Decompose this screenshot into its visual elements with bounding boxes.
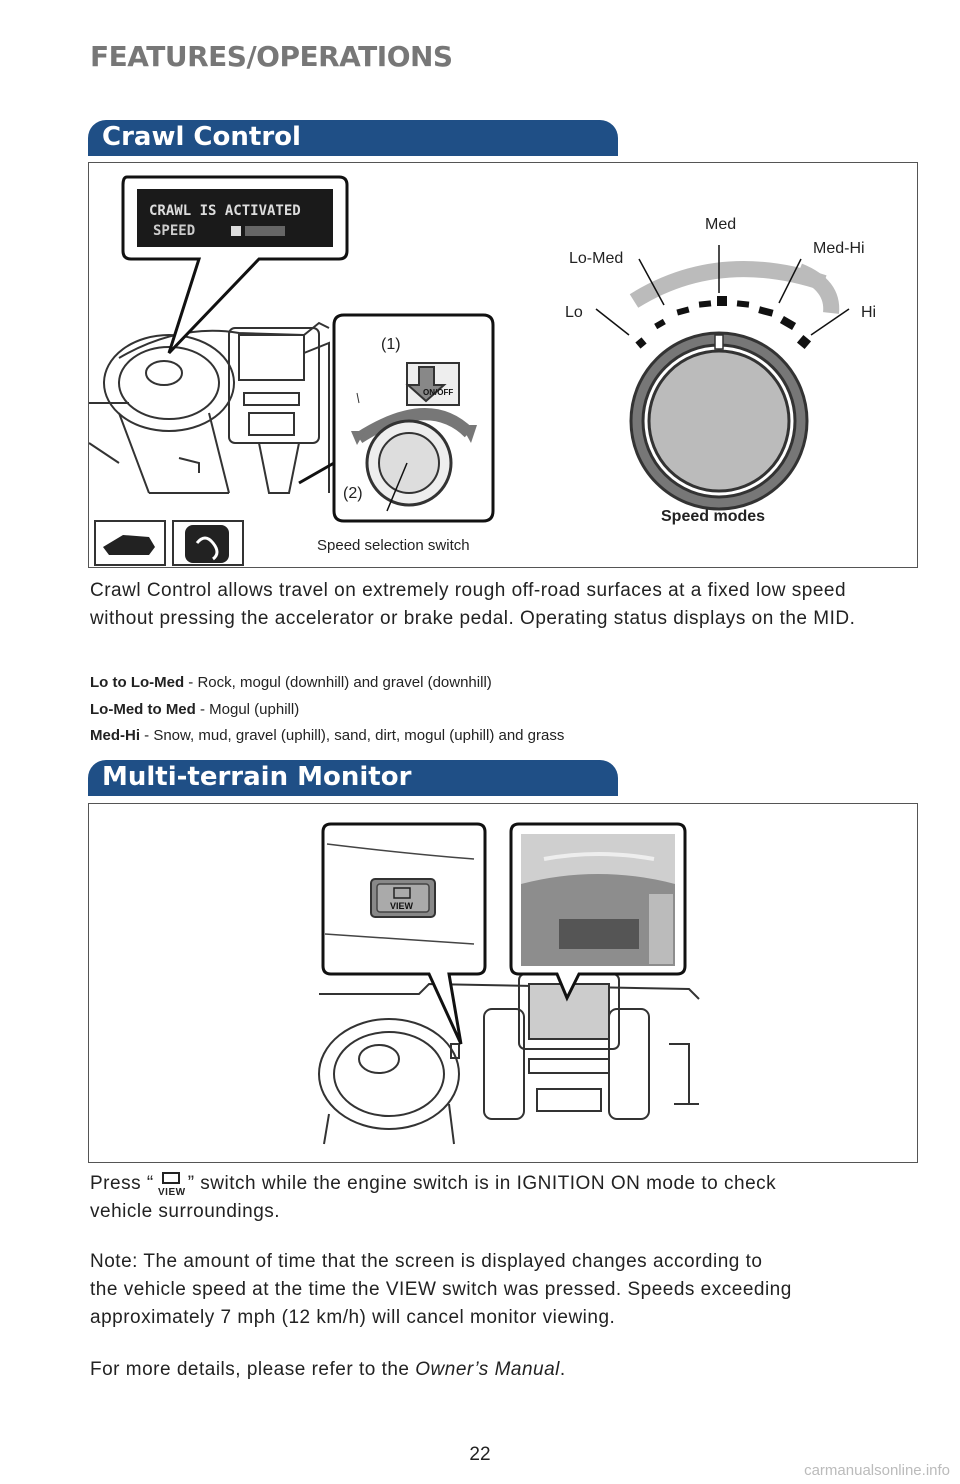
page-number: 22: [469, 1444, 491, 1465]
press-view-instruction-line2: vehicle surroundings.: [90, 1201, 281, 1222]
dashboard-drawing: [89, 321, 335, 494]
multi-terrain-figure: VIEW: [88, 803, 918, 1163]
monitor-screen-callout: [509, 822, 687, 1002]
owners-manual-ref: Owner’s Manual: [415, 1359, 560, 1380]
note-line-1: Note: The amount of time that the screen…: [90, 1251, 763, 1272]
speed-mode-dial: Lo Lo-Med Med Med-Hi Hi Speed modes: [565, 216, 876, 525]
view-button-callout: VIEW: [321, 822, 487, 1045]
mode-med-label: Med: [705, 216, 736, 233]
crawl-indicator-icons: [94, 520, 244, 566]
speed-modes-label: Speed modes: [661, 508, 765, 525]
mode-line-med-hi: Med-Hi - Snow, mud, gravel (uphill), san…: [90, 727, 565, 744]
mode-lo-med-label: Lo-Med: [569, 250, 623, 267]
note-line-2: the vehicle speed at the time the VIEW s…: [90, 1279, 792, 1300]
crawl-control-banner: Crawl Control: [88, 120, 618, 156]
section-header: FEATURES/OPERATIONS: [90, 40, 453, 73]
mode-line-lo-med: Lo-Med to Med - Mogul (uphill): [90, 701, 300, 718]
multi-terrain-title: Multi-terrain Monitor: [102, 762, 412, 792]
watermark: carmanualsonline.info: [804, 1462, 950, 1479]
crawl-control-title: Crawl Control: [102, 122, 301, 152]
view-switch-icon: VIEW: [154, 1171, 188, 1198]
details-reference: For more details, please refer to the Ow…: [90, 1359, 566, 1380]
dashboard-drawing-2: [318, 973, 700, 1145]
crawl-control-figure: CRAWL IS ACTIVATED SPEED ON/OFF (1) (2) …: [88, 162, 918, 568]
multi-terrain-illustration: VIEW: [318, 822, 700, 1145]
crawl-control-illustration: CRAWL IS ACTIVATED SPEED ON/OFF (1) (2) …: [89, 175, 876, 566]
press-view-instruction: Press “VIEW” switch while the engine swi…: [90, 1170, 910, 1198]
crawl-control-description: Crawl Control allows travel on extremely…: [90, 580, 856, 629]
switch-zoom-callout: ON/OFF (1) (2): [298, 313, 495, 523]
mode-med-hi-label: Med-Hi: [813, 240, 865, 257]
svg-text:VIEW: VIEW: [158, 1187, 186, 1197]
onoff-label: ON/OFF: [423, 388, 453, 397]
callout-2-label: (2): [343, 485, 363, 502]
note-line-3: approximately 7 mph (12 km/h) will cance…: [90, 1307, 616, 1328]
mid-display-callout: CRAWL IS ACTIVATED SPEED: [121, 175, 349, 355]
view-button-label: VIEW: [390, 901, 414, 911]
multi-terrain-banner: Multi-terrain Monitor: [88, 760, 618, 796]
mid-line1: CRAWL IS ACTIVATED: [149, 203, 301, 219]
mode-lo-label: Lo: [565, 304, 583, 321]
mode-hi-label: Hi: [861, 304, 876, 321]
speed-selection-switch-label: Speed selection switch: [317, 537, 470, 554]
mid-line2: SPEED: [153, 223, 195, 239]
mode-line-lo: Lo to Lo-Med - Rock, mogul (downhill) an…: [90, 674, 492, 691]
callout-1-label: (1): [381, 336, 401, 353]
